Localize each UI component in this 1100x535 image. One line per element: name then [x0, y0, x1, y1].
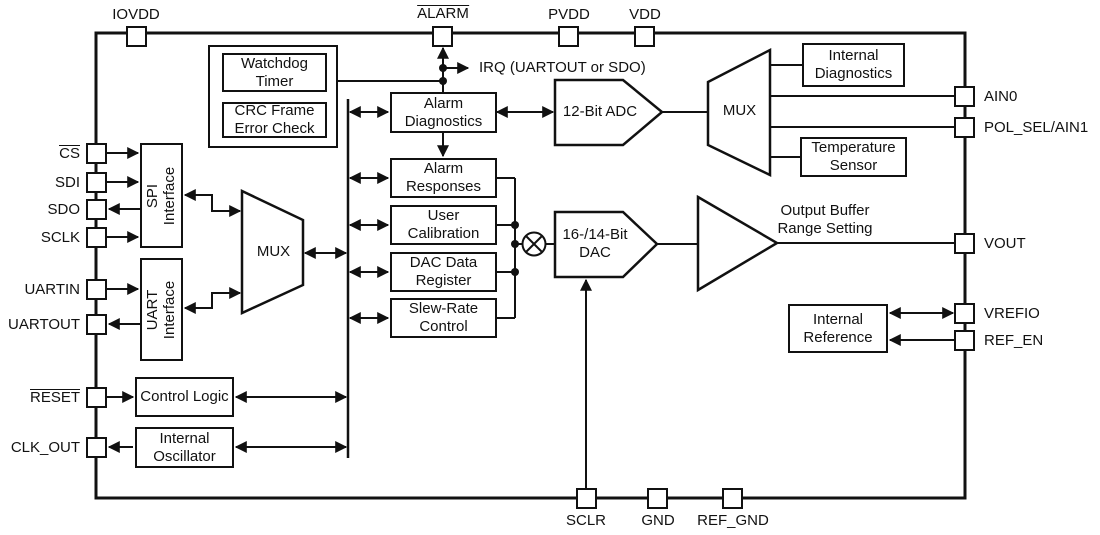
pin-reset-label: RESET — [29, 389, 80, 406]
pin-reset — [86, 387, 107, 408]
pin-ain0 — [954, 86, 975, 107]
pin-vrefio-label: VREFIO — [984, 305, 1040, 322]
pin-iovdd-label: IOVDD — [112, 6, 160, 23]
block-spi-interface: SPI Interface — [140, 143, 183, 248]
wire-uart-mux — [183, 287, 242, 314]
pin-sdi — [86, 172, 107, 193]
pin-alarm-label: ALARM — [417, 5, 469, 22]
pin-refgnd — [722, 488, 743, 509]
pin-uartout — [86, 314, 107, 335]
multiplier-x — [525, 235, 543, 253]
pin-uartin — [86, 279, 107, 300]
block-temperature-sensor: Temperature Sensor — [800, 137, 907, 177]
pin-cs-label: CS — [59, 145, 80, 162]
block-internal-oscillator: Internal Oscillator — [135, 427, 234, 468]
pin-vdd-label: VDD — [629, 6, 661, 23]
junction-dot — [439, 77, 447, 85]
output-buffer-annotation: Output Buffer Range Setting — [777, 202, 873, 237]
mux-left-label: MUX — [256, 243, 291, 260]
pin-uartin-label: UARTIN — [24, 281, 80, 298]
wire-spi-mux — [183, 189, 242, 217]
pin-sdi-label: SDI — [54, 174, 80, 191]
mux-right-shape — [706, 47, 772, 177]
chip-outline — [94, 31, 967, 500]
dac-label: 16-/14-Bit DAC — [562, 226, 628, 261]
pin-vout — [954, 233, 975, 254]
pin-alarm — [432, 26, 453, 47]
pin-refgnd-label: REF_GND — [697, 512, 769, 529]
pin-pvdd — [558, 26, 579, 47]
pin-clkout-label: CLK_OUT — [10, 439, 80, 456]
junction-dot — [511, 221, 519, 229]
dac-shape — [553, 210, 659, 279]
block-alarm-responses: Alarm Responses — [390, 158, 497, 198]
block-watchdog-timer: Watchdog Timer — [222, 53, 327, 92]
junction-dot — [511, 240, 519, 248]
irq-annotation: IRQ (UARTOUT or SDO) — [479, 59, 646, 76]
pin-sclk-label: SCLK — [40, 229, 80, 246]
junction-dot — [511, 268, 519, 276]
pin-ain0-label: AIN0 — [984, 88, 1018, 105]
pin-gnd — [647, 488, 668, 509]
mux-right-label: MUX — [722, 102, 757, 119]
block-dac-data-register: DAC Data Register — [390, 252, 497, 292]
pin-sclr — [576, 488, 597, 509]
pin-vout-label: VOUT — [984, 235, 1026, 252]
mux-left-shape — [240, 189, 305, 315]
junction-dot — [439, 64, 447, 72]
pin-uartout-label: UARTOUT — [8, 316, 80, 333]
pin-refen-label: REF_EN — [984, 332, 1044, 349]
pin-vdd — [634, 26, 655, 47]
pin-polsel-ain1-label: POL_SEL/AIN1 — [984, 119, 1089, 136]
block-internal-reference: Internal Reference — [788, 304, 888, 353]
block-uart-interface: UART Interface — [140, 258, 183, 361]
block-internal-diagnostics: Internal Diagnostics — [802, 43, 905, 87]
adc-label: 12-Bit ADC — [562, 103, 638, 120]
block-user-calibration: User Calibration — [390, 205, 497, 245]
pin-sdo — [86, 199, 107, 220]
block-alarm-diagnostics: Alarm Diagnostics — [390, 92, 497, 133]
pin-iovdd — [126, 26, 147, 47]
pin-sdo-label: SDO — [47, 201, 80, 218]
pin-cs — [86, 143, 107, 164]
pin-refen — [954, 330, 975, 351]
adc-shape — [553, 78, 664, 147]
block-slew-rate-control: Slew-Rate Control — [390, 298, 497, 338]
pin-gnd-label: GND — [641, 512, 675, 529]
block-crc-frame-error-check: CRC Frame Error Check — [222, 102, 327, 138]
pin-clkout — [86, 437, 107, 458]
pin-polsel-ain1 — [954, 117, 975, 138]
pin-sclr-label: SCLR — [565, 512, 607, 529]
block-control-logic: Control Logic — [135, 377, 234, 417]
pin-vrefio — [954, 303, 975, 324]
pin-pvdd-label: PVDD — [548, 6, 590, 23]
pin-sclk — [86, 227, 107, 248]
